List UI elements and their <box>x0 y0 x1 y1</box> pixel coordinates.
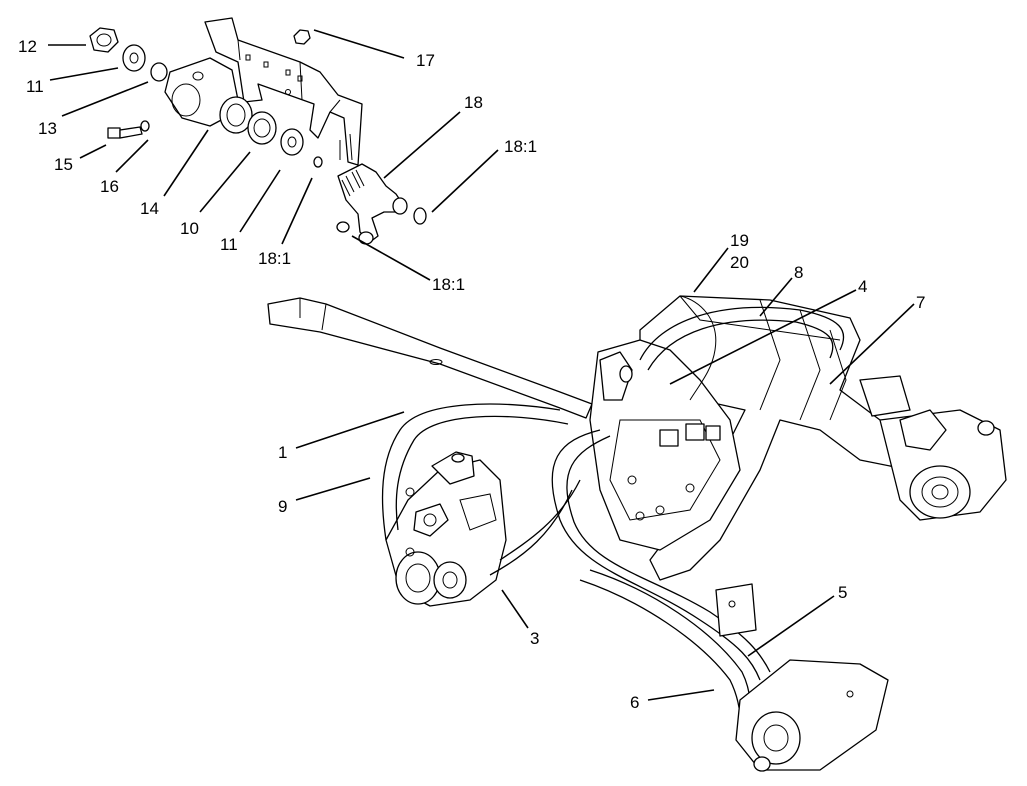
callout-18-1-bottom: 18:1 <box>432 275 465 294</box>
callout-1: 1 <box>278 443 287 462</box>
callout-14: 14 <box>140 199 159 218</box>
main-assembly <box>267 295 1007 772</box>
seal-washer <box>247 111 277 145</box>
flat-washer <box>122 44 146 72</box>
callout-18-1-left: 18:1 <box>258 249 291 268</box>
tee-fitting <box>337 163 408 245</box>
leader-lines <box>48 29 915 701</box>
mounting-bracket <box>204 17 363 166</box>
callout-labels: 12 11 13 15 16 14 10 11 18:1 17 18 18:1 … <box>18 37 925 712</box>
hex-nut <box>89 27 119 53</box>
callout-12: 12 <box>18 37 37 56</box>
frame-bar <box>267 297 593 419</box>
callout-20: 20 <box>730 253 749 272</box>
wheel-motor-right <box>859 375 1007 521</box>
callout-18: 18 <box>464 93 483 112</box>
wheel-motor-bottom <box>715 583 889 772</box>
callout-9: 9 <box>278 497 287 516</box>
o-ring-18-1-a <box>413 207 427 225</box>
callout-5: 5 <box>838 583 847 602</box>
small-o-ring <box>313 156 323 168</box>
callout-10: 10 <box>180 219 199 238</box>
o-ring <box>150 62 168 82</box>
callout-7: 7 <box>916 293 925 312</box>
callout-18-1-right: 18:1 <box>504 137 537 156</box>
valve-block <box>589 339 741 551</box>
callout-15: 15 <box>54 155 73 174</box>
callout-4: 4 <box>858 277 867 296</box>
hoses <box>381 295 845 741</box>
flat-washer-2 <box>280 128 304 156</box>
bracket-hardware-group <box>89 17 427 245</box>
callout-8: 8 <box>794 263 803 282</box>
callout-17: 17 <box>416 51 435 70</box>
callout-19: 19 <box>730 231 749 250</box>
callout-16: 16 <box>100 177 119 196</box>
bolt <box>107 126 143 139</box>
callout-3: 3 <box>530 629 539 648</box>
callout-13: 13 <box>38 119 57 138</box>
callout-11-bottom: 11 <box>220 235 238 254</box>
callout-11-top: 11 <box>26 77 44 96</box>
hydraulic-pump <box>385 451 507 607</box>
o-ring-18-1-b <box>336 221 350 233</box>
small-nut <box>293 29 311 45</box>
callout-6: 6 <box>630 693 639 712</box>
bulkhead-fitting <box>219 96 253 134</box>
lock-washer <box>140 120 150 132</box>
